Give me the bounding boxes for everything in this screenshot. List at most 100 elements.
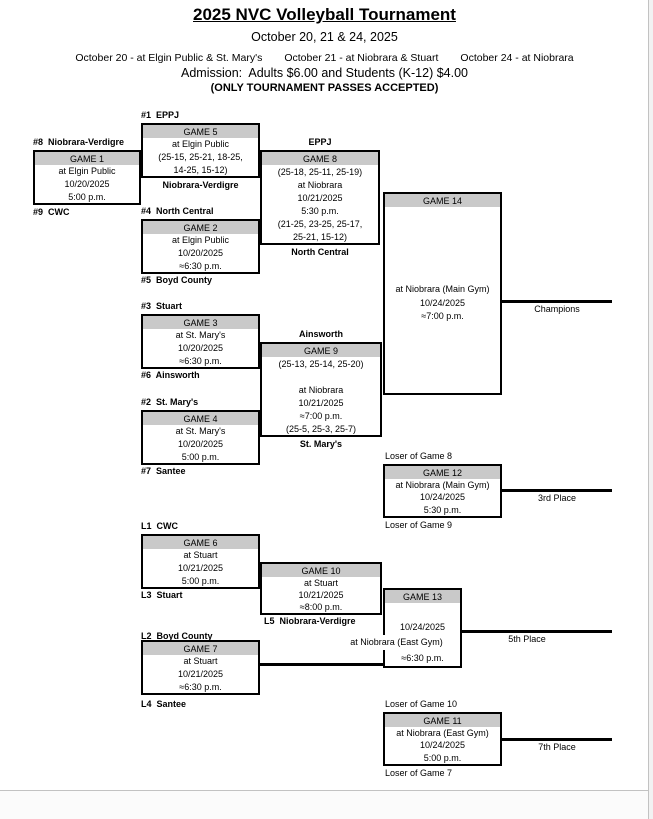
game-detail-line: 10/20/2025 [177,343,224,353]
page-edge-horizontal-line [0,790,649,791]
game-detail-line: 5:30 p.m. [301,205,339,216]
venue-oct24: October 24 - at Niobrara [460,52,574,64]
loser-of-game-10-label: Loser of Game 10 [385,699,458,709]
game-5-details: at Elgin Public (25-15, 25-21, 18-25, 14-2… [143,138,258,176]
game-10-header: GAME 10 [262,564,380,577]
game-12-header: GAME 12 [385,466,500,479]
game-3-header: GAME 3 [143,316,258,329]
game-detail-line: ≈6:30 p.m. [179,355,222,366]
fifth-place-line [462,630,612,633]
game-detail-line: 10/20/2025 [177,248,224,258]
loser-seed-label-l2: L2 Boyd County [141,631,213,641]
loser-of-game-7-label: Loser of Game 7 [385,768,453,778]
game-detail-line: (25-13, 25-14, 25-20) [278,358,364,369]
game-11-box: GAME 11 at Niobrara (East Gym)10/24/2025… [383,712,502,766]
game-5-winner-label: Niobrara-Verdigre [162,180,239,190]
tournament-dates: October 20, 21 & 24, 2025 [251,30,398,44]
game-detail-line: at Elgin Public [171,139,230,150]
venue-oct21: October 21 - at Niobrara & Stuart [284,52,439,64]
passes-note: (ONLY TOURNAMENT PASSES ACCEPTED) [210,82,439,94]
game-detail-line: 5:00 p.m. [68,191,106,202]
game-detail-line: 10/21/2025 [177,669,224,679]
game-detail-line: 10/20/2025 [64,179,110,189]
game-detail-line: (25-18, 25-11, 25-19) [277,166,363,177]
game-detail-line: 10/21/2025 [177,563,224,573]
game-13-box: GAME 13 10/24/2025 at Niobrara (East Gym)… [350,588,462,668]
game-detail-line: at Stuart [183,656,218,667]
game-detail-line: 5:00 p.m. [181,575,220,586]
game-detail-line: (25-5, 25-3, 25-7) [285,423,357,434]
game-detail-line: ≈6:30 p.m. [401,653,444,664]
page-margin-right [649,0,653,819]
game-5-header: GAME 5 [143,125,258,138]
seed-label-9: #9 CWC [33,207,70,217]
game-12-box: GAME 12 at Niobrara (Main Gym)10/24/2025… [383,464,502,518]
game-6-header: GAME 6 [143,536,258,549]
seed-label-3: #3 Stuart [141,301,183,311]
game-detail-line: 5:00 p.m. [181,451,220,462]
game-13-details: 10/24/2025 at Niobrara (East Gym) ≈6:30 p.… [350,603,460,666]
game-5-box: GAME 5 at Elgin Public (25-15, 25-21, 18-… [141,123,260,178]
third-place-label: 3rd Place [537,493,577,503]
game-7-box: GAME 7 at Stuart 10/21/2025 ≈6:30 p.m. [141,640,260,695]
game-1-header: GAME 1 [35,152,139,165]
seed-label-4: #4 North Central [141,206,214,216]
game-detail-line: 14-25, 15-12) [173,164,228,175]
game-detail-line: ≈6:30 p.m. [179,260,222,271]
game-13-header: GAME 13 [385,590,460,603]
game-8-header: GAME 8 [262,152,378,165]
game-detail-line: at Elgin Public [58,166,116,177]
venue-schedule-row: October 20 - at Elgin Public & St. Mary'… [0,52,649,64]
game-7-details: at Stuart 10/21/2025 ≈6:30 p.m. [143,655,258,693]
seed-label-8: #8 Niobrara-Verdigre [33,137,125,147]
game-detail-line: ≈7:00 p.m. [299,410,343,421]
game-detail-line: 10/24/2025 [399,621,446,632]
game-detail-line: 10/21/2025 [298,397,344,408]
game-6-details: at Stuart 10/21/2025 5:00 p.m. [143,549,258,587]
fifth-place-label: 5th Place [508,634,546,644]
game-detail-line: at St. Mary's [175,426,226,437]
loser-seed-label-l3: L3 Stuart [141,590,183,600]
game-9-entrant-label: Ainsworth [299,329,343,339]
game-4-header: GAME 4 [143,412,258,425]
game-detail-line: at Niobrara (East Gym) [350,634,443,651]
game-detail-line: 10/24/2025 [419,740,466,751]
seventh-place-label: 7th Place [538,742,576,752]
game-11-header: GAME 11 [385,714,500,727]
game-detail-line: ≈6:30 p.m. [179,681,222,692]
loser-of-game-9-label: Loser of Game 9 [385,520,453,530]
champions-line [502,300,612,303]
game-detail-line [385,603,460,619]
loser-seed-label-l5: L5 Niobrara-Verdigre [264,616,356,626]
seed-label-5: #5 Boyd County [141,275,213,285]
loser-of-game-8-label: Loser of Game 8 [385,451,453,461]
game-detail-line: 5:30 p.m. [423,504,462,515]
game-detail-line: 5:00 p.m. [423,752,462,763]
game-7-header: GAME 7 [143,642,258,655]
game-detail-line: at Niobrara (East Gym) [396,728,489,739]
loser-seed-label-l4: L4 Santee [141,699,187,709]
game-detail-line: at Niobrara [297,179,343,190]
game-1-box: GAME 1 at Elgin Public 10/20/2025 5:00 p.m… [33,150,141,205]
game-detail-line: at Niobrara (Main Gym) [395,284,490,294]
game-detail-line: ≈7:00 p.m. [421,311,464,321]
admission-info: Admission: Adults $6.00 and Students (K-… [181,66,468,80]
game-detail-line: (25-15, 25-21, 18-25, [158,152,243,162]
game-detail-line: at Stuart [183,550,218,561]
game-7-to-game-13-connector-line [260,663,385,666]
venue-oct20: October 20 - at Elgin Public & St. Mary'… [75,52,263,64]
loser-seed-label-l1: L1 CWC [141,521,178,531]
seed-label-1: #1 EPPJ [141,110,180,120]
game-8-winner-label: North Central [291,247,349,257]
